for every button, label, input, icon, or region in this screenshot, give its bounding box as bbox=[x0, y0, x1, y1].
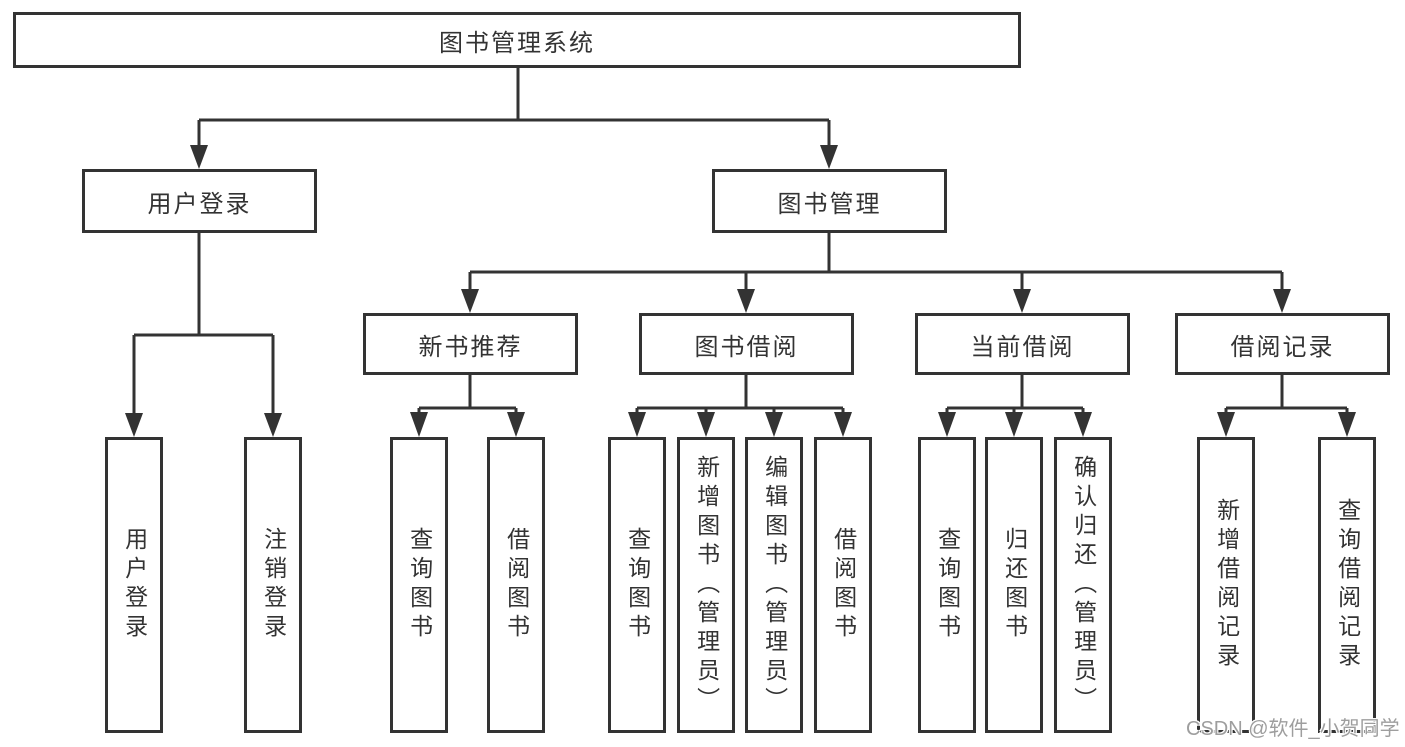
node-label: 查询图书 bbox=[624, 527, 651, 643]
arrowhead-icon bbox=[264, 413, 282, 437]
node-label: 查询借阅记录 bbox=[1334, 498, 1361, 672]
arrowhead-icon bbox=[834, 412, 852, 437]
connector-current-split bbox=[945, 375, 1085, 416]
connector-borrow-split bbox=[635, 375, 845, 416]
node-label: 当前借阅 bbox=[970, 333, 1075, 361]
node-label: 确认归还（管理员） bbox=[1070, 454, 1097, 716]
node-label: 新增图书（管理员） bbox=[693, 454, 720, 716]
node-label: 借阅记录 bbox=[1230, 333, 1335, 361]
arrowhead-icon bbox=[1074, 412, 1092, 437]
node-label: 新书推荐 bbox=[418, 333, 523, 361]
node-label: 查询图书 bbox=[934, 527, 961, 643]
arrowhead-icon bbox=[125, 413, 143, 437]
watermark: CSDN @软件_小贺同学 bbox=[1186, 718, 1400, 740]
leaf-logout: 注销登录 bbox=[244, 437, 302, 733]
connector-newbooks-split bbox=[417, 375, 518, 416]
leaf-query-books: 查询图书 bbox=[608, 437, 666, 733]
node-label: 借阅图书 bbox=[503, 527, 530, 643]
arrowhead-icon bbox=[765, 412, 783, 437]
arrowhead-icon bbox=[1217, 412, 1235, 437]
leaf-add-borrow-record: 新增借阅记录 bbox=[1197, 437, 1255, 733]
node-label: 图书管理 bbox=[777, 190, 882, 218]
node-library-system: 图书管理系统 bbox=[13, 12, 1021, 68]
node-user-login: 用户登录 bbox=[82, 169, 317, 233]
leaf-query-books: 查询图书 bbox=[918, 437, 976, 733]
node-borrowing-records: 借阅记录 bbox=[1175, 313, 1390, 375]
node-label: 图书借阅 bbox=[694, 333, 799, 361]
node-book-borrowing: 图书借阅 bbox=[639, 313, 854, 375]
arrowhead-icon bbox=[737, 289, 755, 313]
node-label: 注销登录 bbox=[260, 527, 287, 643]
leaf-return-books: 归还图书 bbox=[985, 437, 1043, 733]
leaf-query-books: 查询图书 bbox=[390, 437, 448, 733]
arrowhead-icon bbox=[1013, 289, 1031, 313]
arrowhead-icon bbox=[461, 289, 479, 313]
node-label: 用户登录 bbox=[121, 527, 148, 643]
connector-bookmgmt-split bbox=[468, 233, 1284, 291]
node-label: 查询图书 bbox=[406, 527, 433, 643]
leaf-query-borrow-record: 查询借阅记录 bbox=[1318, 437, 1376, 733]
arrowhead-icon bbox=[1005, 412, 1023, 437]
node-label: 新增借阅记录 bbox=[1213, 498, 1240, 672]
arrowhead-icon bbox=[1273, 289, 1291, 313]
connector-userlogin-split bbox=[132, 233, 275, 415]
arrowhead-icon bbox=[697, 412, 715, 437]
node-current-borrowing: 当前借阅 bbox=[915, 313, 1130, 375]
arrowhead-icon bbox=[1338, 412, 1356, 437]
node-label: 图书管理系统 bbox=[439, 29, 595, 57]
leaf-borrow-books: 借阅图书 bbox=[487, 437, 545, 733]
leaf-add-books-admin: 新增图书（管理员） bbox=[677, 437, 735, 733]
connector-records-split bbox=[1224, 375, 1349, 416]
node-label: 用户登录 bbox=[147, 190, 252, 218]
arrowhead-icon bbox=[938, 412, 956, 437]
node-book-management: 图书管理 bbox=[712, 169, 947, 233]
arrowhead-icon bbox=[820, 145, 838, 169]
arrowhead-icon bbox=[507, 412, 525, 437]
leaf-user-login: 用户登录 bbox=[105, 437, 163, 733]
node-new-book-recommend: 新书推荐 bbox=[363, 313, 578, 375]
node-label: 编辑图书（管理员） bbox=[761, 454, 788, 716]
node-label: 借阅图书 bbox=[830, 527, 857, 643]
node-label: 归还图书 bbox=[1001, 527, 1028, 643]
arrowhead-icon bbox=[190, 145, 208, 169]
connector-root-split bbox=[197, 68, 831, 147]
arrowhead-icon bbox=[410, 412, 428, 437]
leaf-confirm-return-admin: 确认归还（管理员） bbox=[1054, 437, 1112, 733]
leaf-borrow-books: 借阅图书 bbox=[814, 437, 872, 733]
arrowhead-icon bbox=[628, 412, 646, 437]
leaf-edit-books-admin: 编辑图书（管理员） bbox=[745, 437, 803, 733]
